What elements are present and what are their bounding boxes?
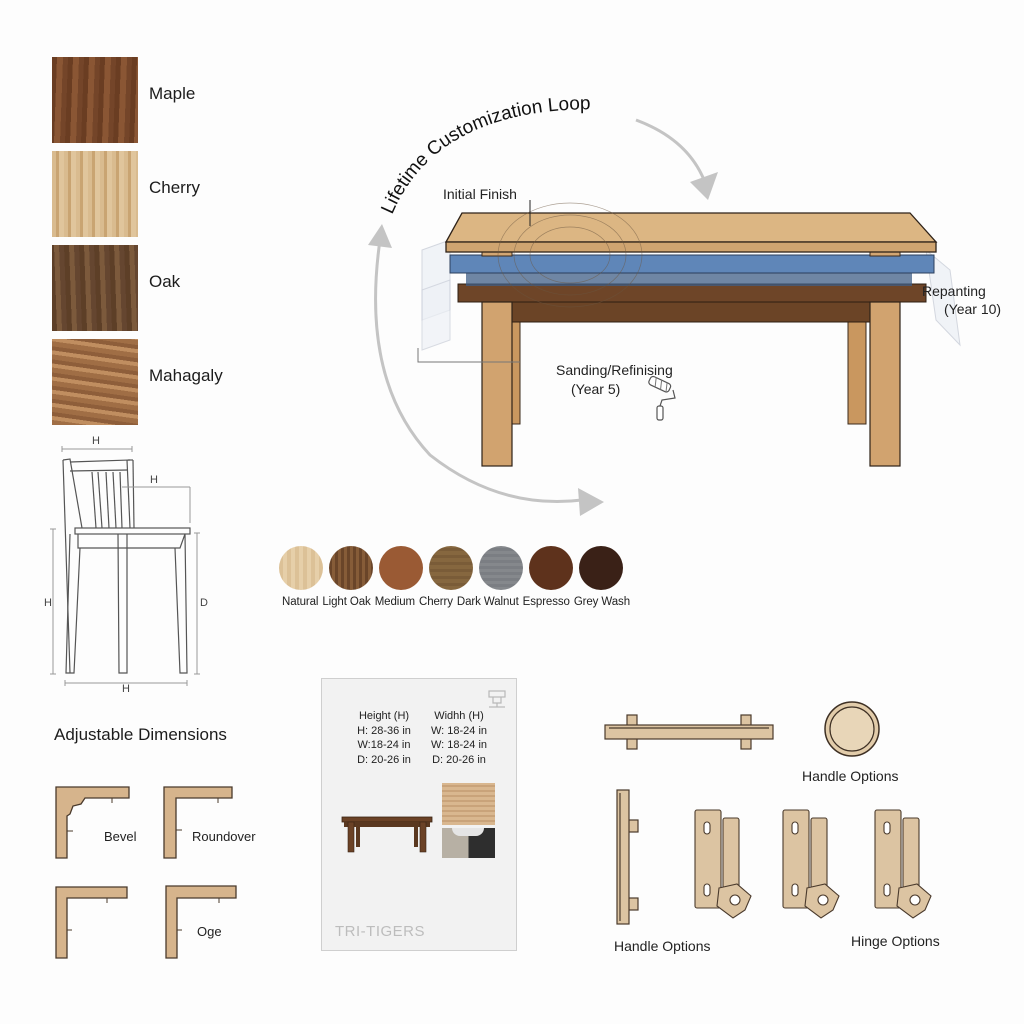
spec-card[interactable]: Height (H) H: 28-36 in W:18-24 in D: 20-…	[321, 678, 517, 951]
initial-finish-label: Initial Finish	[443, 186, 517, 202]
spec-line: W: 18-24 in	[430, 739, 488, 751]
profile-label-bevel: Bevel	[104, 829, 137, 844]
finish-label: Cherry	[419, 596, 453, 608]
swatch-label-oak: Oak	[149, 272, 181, 291]
spec-line: D: 20-26 in	[357, 753, 411, 766]
handle-options-bottom-label: Handle Options	[614, 938, 711, 954]
bar-handle-vertical-icon	[616, 789, 639, 925]
brand-name: TRI-TIGERS	[335, 923, 425, 940]
profile-bevel-icon	[55, 786, 130, 859]
profile-roundover-icon	[163, 786, 233, 859]
printer-icon	[488, 690, 506, 708]
arrow-head-left-icon	[368, 224, 392, 248]
finish-natural[interactable]	[279, 546, 323, 590]
hinge-icon	[694, 809, 752, 919]
arrow-head-top-icon	[690, 172, 718, 200]
swatch-label-mahagaly: Mahagaly	[149, 366, 223, 385]
chair-left-height-label: H	[44, 597, 52, 609]
profile-plain-icon	[55, 886, 128, 959]
spec-line: W:18-24 in	[357, 739, 411, 751]
round-knob-icon	[824, 701, 880, 757]
bar-handle-horizontal-icon	[604, 714, 774, 750]
swatch-cherry[interactable]	[52, 151, 138, 237]
finish-medium[interactable]	[379, 546, 423, 590]
finish-label: Dark Walnut	[456, 596, 519, 608]
swatch-label-maple: Maple	[149, 84, 196, 103]
spec-line: W: 18-24 in	[430, 724, 488, 737]
profile-label-oge: Oge	[197, 924, 222, 939]
finish-label: Grey Wash	[573, 596, 630, 608]
handle-options-top-label: Handle Options	[802, 768, 899, 784]
swatch-label-cherry: Cherry	[149, 178, 201, 197]
spec-col-header: Widhh (H)	[434, 710, 484, 722]
finish-label: Light Oak	[322, 596, 371, 608]
hardware-illustrations	[604, 701, 932, 925]
finish-light-oak[interactable]	[329, 546, 373, 590]
material-sample-thumbnail	[442, 828, 495, 858]
spec-col-height: Height (H) H: 28-36 in W:18-24 in D: 20-…	[344, 709, 424, 767]
finish-label: Natural	[282, 596, 319, 608]
arrow-head-bottom-icon	[578, 488, 604, 516]
chair-bottom-width-label: H	[122, 683, 130, 695]
profile-oge-icon	[165, 885, 237, 959]
paint-roller-icon	[648, 375, 676, 421]
sanding-line1: Sanding/Refinising	[556, 362, 673, 378]
swatch-oak[interactable]	[52, 245, 138, 331]
chair-top-width-label: H	[92, 435, 100, 447]
repainting-line1: Repanting	[922, 283, 986, 299]
edge-profiles	[55, 786, 237, 959]
repainting-label: Repanting (Year 10)	[922, 282, 1001, 318]
swatch-maple[interactable]	[52, 57, 138, 143]
sanding-line2: (Year 5)	[571, 381, 621, 397]
finish-dark-walnut[interactable]	[479, 546, 523, 590]
hinge-options-label: Hinge Options	[851, 933, 940, 949]
spec-col-width: Widhh (H) W: 18-24 in W: 18-24 in D: 20-…	[419, 709, 499, 767]
spec-line: D: 20-26 in	[432, 753, 486, 766]
chair-back-height-label: H	[150, 474, 158, 486]
wood-sample-thumbnail	[442, 783, 495, 825]
finish-espresso[interactable]	[529, 546, 573, 590]
hinge-icon	[874, 809, 932, 919]
swatch-mahagaly[interactable]	[52, 339, 138, 425]
adjustable-dimensions-title: Adjustable Dimensions	[54, 725, 227, 744]
finish-grey-wash[interactable]	[579, 546, 623, 590]
table-thumbnail	[341, 816, 433, 853]
repainting-line2: (Year 10)	[944, 301, 1002, 317]
spec-col-header: Height (H)	[358, 710, 410, 722]
sanding-label: Sanding/Refinising (Year 5)	[556, 361, 673, 399]
chair-diagram	[50, 446, 200, 686]
table-illustration	[417, 200, 961, 467]
finish-label: Espresso	[522, 596, 570, 608]
profile-label-roundover: Roundover	[192, 829, 256, 844]
finish-label: Medium	[374, 596, 416, 608]
hinge-icon	[782, 809, 840, 919]
finish-cherry[interactable]	[429, 546, 473, 590]
spec-line: H: 28-36 in	[357, 724, 411, 737]
chair-depth-label: D	[200, 597, 208, 609]
